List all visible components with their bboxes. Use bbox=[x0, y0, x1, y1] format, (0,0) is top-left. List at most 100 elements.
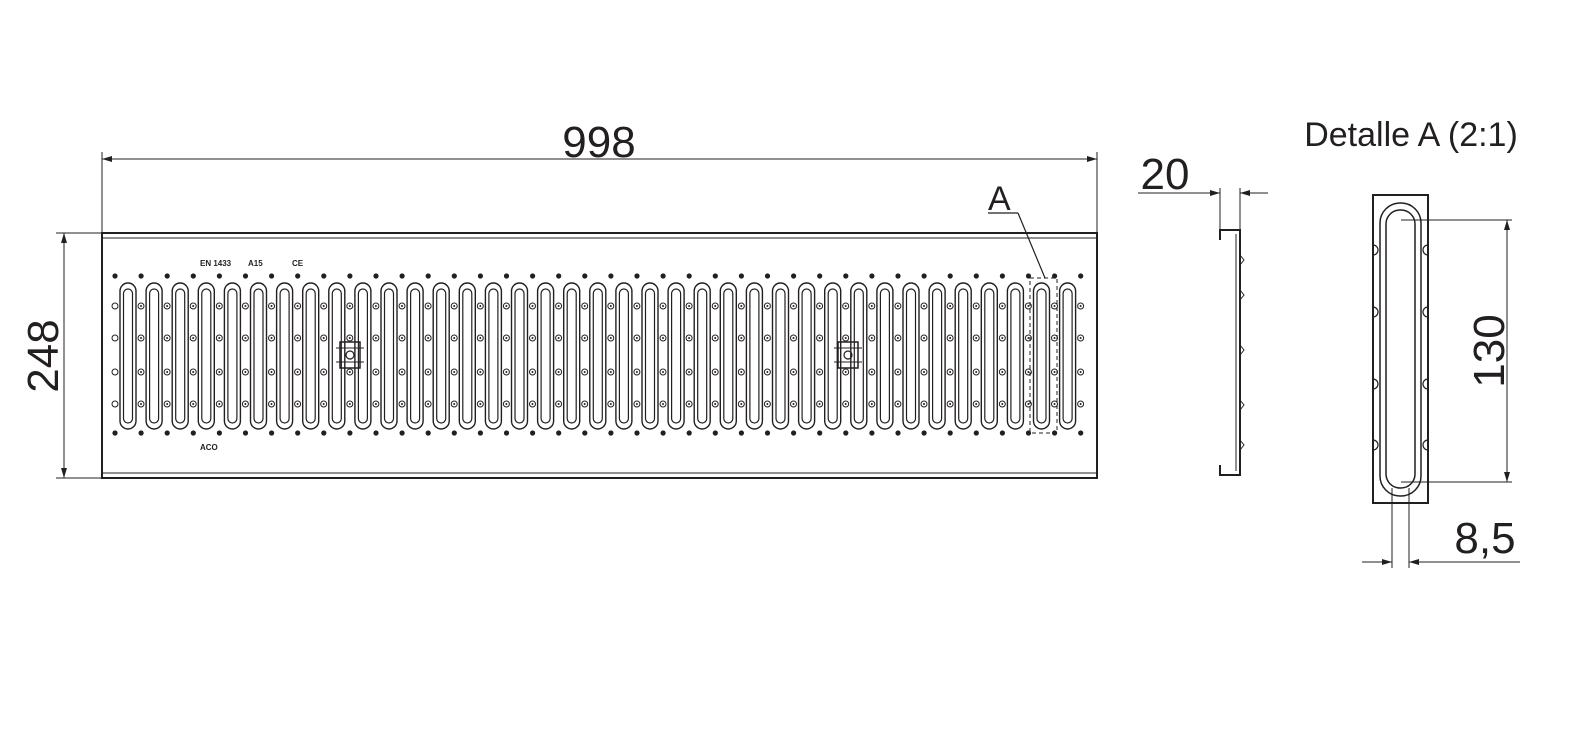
hole bbox=[215, 400, 223, 408]
hole bbox=[111, 302, 119, 310]
hole bbox=[818, 403, 821, 405]
hole bbox=[557, 371, 560, 373]
hole bbox=[947, 273, 953, 279]
hole bbox=[896, 337, 899, 339]
hole bbox=[972, 400, 980, 408]
hole bbox=[453, 305, 456, 307]
hole bbox=[140, 337, 142, 339]
hole bbox=[763, 334, 771, 342]
hole bbox=[216, 273, 222, 279]
hole bbox=[975, 337, 978, 339]
hole bbox=[685, 334, 693, 342]
hole bbox=[451, 430, 457, 436]
slot-length-value: 130 bbox=[1465, 314, 1514, 387]
hole bbox=[502, 368, 510, 376]
hole bbox=[450, 334, 458, 342]
hole bbox=[869, 430, 875, 436]
hole bbox=[450, 368, 458, 376]
hole bbox=[556, 273, 562, 279]
slot-inner bbox=[201, 288, 212, 424]
hole bbox=[763, 302, 771, 310]
slot-outer bbox=[928, 282, 946, 430]
hole bbox=[398, 302, 406, 310]
hole bbox=[896, 403, 899, 405]
hole bbox=[1053, 337, 1056, 339]
hole bbox=[711, 334, 719, 342]
hole bbox=[894, 302, 902, 310]
hole bbox=[1024, 302, 1032, 310]
hole bbox=[662, 403, 664, 405]
hole bbox=[816, 368, 824, 376]
hole bbox=[870, 403, 873, 405]
slot-inner bbox=[331, 288, 342, 424]
slot-inner bbox=[644, 288, 656, 424]
hole bbox=[711, 302, 719, 310]
hole bbox=[374, 403, 377, 405]
hole bbox=[790, 368, 797, 376]
hole bbox=[975, 371, 978, 373]
hole bbox=[816, 302, 824, 310]
hole bbox=[923, 403, 925, 405]
hole bbox=[270, 403, 273, 405]
hole bbox=[294, 368, 302, 376]
hole bbox=[346, 302, 354, 310]
hole bbox=[427, 305, 430, 307]
hole bbox=[844, 403, 847, 405]
slot-inner bbox=[436, 288, 447, 424]
detail-hole bbox=[1422, 378, 1429, 390]
height-dimension: 20 bbox=[1138, 150, 1268, 230]
hole bbox=[973, 273, 979, 279]
hole bbox=[215, 368, 223, 376]
slot-inner bbox=[357, 288, 368, 424]
hole bbox=[163, 302, 171, 310]
hole bbox=[870, 305, 873, 307]
hole bbox=[818, 337, 821, 339]
slot-outer bbox=[223, 282, 242, 430]
hole bbox=[1024, 334, 1032, 342]
hole bbox=[218, 305, 221, 307]
slot-inner bbox=[931, 288, 943, 424]
hole bbox=[895, 430, 901, 436]
hole bbox=[137, 302, 145, 310]
hole bbox=[920, 400, 928, 408]
hole bbox=[140, 371, 142, 373]
slot-inner bbox=[723, 288, 734, 424]
hole bbox=[401, 305, 403, 307]
hole bbox=[635, 305, 638, 307]
hole bbox=[529, 334, 536, 342]
hole bbox=[427, 337, 430, 339]
hole bbox=[790, 400, 797, 408]
hole bbox=[766, 337, 769, 339]
standard-marking: EN 1433 bbox=[200, 259, 232, 268]
hole bbox=[1001, 337, 1004, 339]
hole bbox=[555, 400, 563, 408]
hole bbox=[792, 305, 795, 307]
slot-outer bbox=[484, 282, 503, 430]
slot-inner bbox=[149, 288, 160, 424]
hole bbox=[111, 400, 119, 408]
hole bbox=[1078, 430, 1084, 436]
hole bbox=[322, 305, 325, 307]
slot-outer bbox=[589, 282, 607, 430]
hole bbox=[346, 368, 354, 376]
hole bbox=[189, 400, 197, 408]
hole bbox=[505, 337, 508, 339]
slot-outer bbox=[824, 282, 842, 430]
hole bbox=[686, 430, 692, 436]
slot-inner bbox=[697, 288, 708, 424]
hole bbox=[295, 273, 301, 279]
slot-outer bbox=[902, 282, 920, 430]
hole bbox=[244, 371, 247, 373]
hole bbox=[868, 368, 876, 376]
length-value: 998 bbox=[562, 118, 635, 167]
hole bbox=[269, 273, 275, 279]
hole bbox=[634, 273, 640, 279]
slot-inner bbox=[905, 288, 917, 424]
hole bbox=[818, 305, 821, 307]
hole bbox=[1079, 371, 1082, 373]
hole bbox=[505, 305, 508, 307]
hole bbox=[635, 371, 638, 373]
hole bbox=[320, 368, 328, 376]
hole bbox=[844, 337, 847, 339]
hole bbox=[166, 305, 169, 307]
